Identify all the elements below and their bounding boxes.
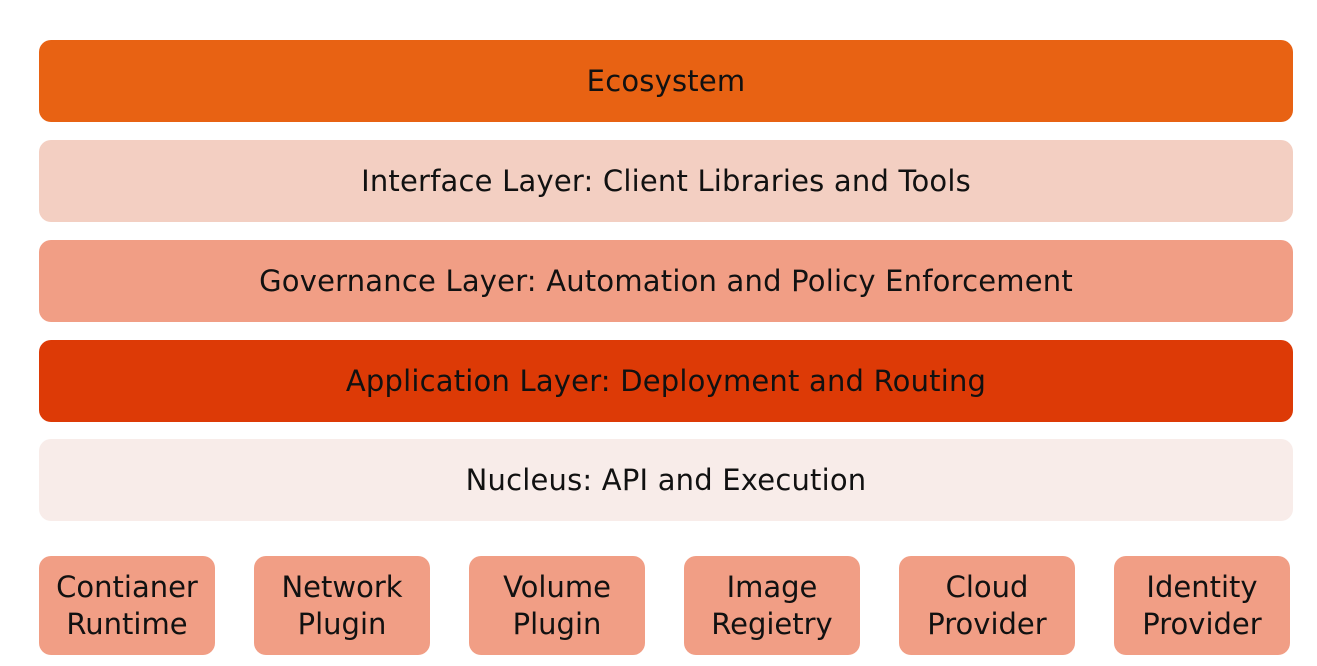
component-identity-provider: Identity Provider (1114, 556, 1290, 655)
component-label-line2: Provider (1142, 606, 1262, 641)
application-layer-label: Application Layer: Deployment and Routin… (345, 364, 987, 398)
component-container-runtime: Contianer Runtime (39, 556, 215, 655)
component-label-line2: Provider (927, 606, 1047, 641)
component-volume-plugin: Volume Plugin (469, 556, 645, 655)
component-label-line1: Network (281, 569, 403, 604)
component-label-line2: Regietry (711, 606, 833, 641)
component-label-line2: Runtime (66, 606, 188, 641)
component-cloud-provider: Cloud Provider (899, 556, 1075, 655)
nucleus-layer: Nucleus: API and Execution (39, 439, 1293, 521)
component-label-line2: Plugin (512, 606, 602, 641)
component-label-line1: Volume (503, 569, 611, 604)
component-label-line2: Plugin (297, 606, 387, 641)
component-label-line1: Contianer (56, 569, 198, 604)
ecosystem-label: Ecosystem (586, 64, 746, 98)
component-label-line1: Cloud (945, 569, 1029, 604)
application-layer: Application Layer: Deployment and Routin… (39, 340, 1293, 422)
component-label-line1: Image (726, 569, 818, 604)
component-label-line1: Identity (1146, 569, 1258, 604)
interface-layer-label: Interface Layer: Client Libraries and To… (361, 164, 971, 198)
governance-layer: Governance Layer: Automation and Policy … (39, 240, 1293, 322)
component-image-registry: Image Regietry (684, 556, 860, 655)
component-network-plugin: Network Plugin (254, 556, 430, 655)
governance-layer-label: Governance Layer: Automation and Policy … (259, 264, 1073, 298)
interface-layer: Interface Layer: Client Libraries and To… (39, 140, 1293, 222)
nucleus-label: Nucleus: API and Execution (465, 463, 867, 497)
ecosystem-layer: Ecosystem (39, 40, 1293, 122)
